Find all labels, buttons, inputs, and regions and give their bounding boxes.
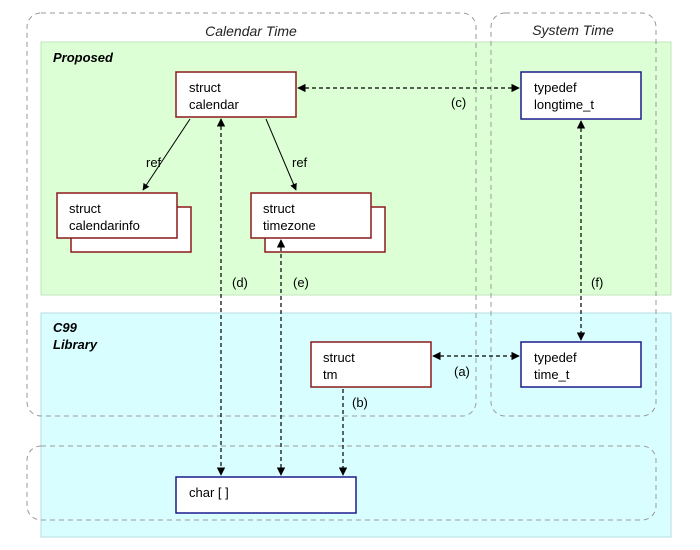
calendar-kind: struct (189, 80, 221, 95)
calendarinfo-kind: struct (69, 201, 101, 216)
system-time-group (490, 12, 657, 417)
tm-name: tm (323, 367, 337, 382)
time-t-name: time_t (534, 367, 570, 382)
node-timezone[interactable]: struct timezone (250, 192, 386, 253)
edge-ref-calendarinfo (142, 118, 191, 191)
longtime-name: longtime_t (534, 97, 594, 112)
calendar-name: calendar (189, 97, 240, 112)
node-calendar[interactable]: struct calendar (175, 71, 297, 118)
longtime-kind: typedef (534, 80, 577, 95)
time-t-kind: typedef (534, 350, 577, 365)
char-group (26, 445, 657, 521)
proposed-label: Proposed (53, 50, 114, 65)
timezone-name: timezone (263, 218, 316, 233)
edge-label-d: (d) (232, 275, 248, 290)
calendarinfo-name: calendarinfo (69, 218, 140, 233)
calendar-time-title: Calendar Time (205, 23, 297, 39)
edge-label-a: (a) (454, 364, 470, 379)
node-longtime[interactable]: typedef longtime_t (520, 71, 642, 120)
timezone-kind: struct (263, 201, 295, 216)
edge-label-f: (f) (591, 275, 603, 290)
edge-ref-timezone (265, 118, 297, 191)
node-char-array[interactable]: char [ ] (175, 476, 357, 514)
edge-label-c: (c) (451, 95, 466, 110)
library-label: Library (53, 337, 98, 352)
char-array-label: char [ ] (189, 485, 229, 500)
ref-label-calendarinfo: ref (146, 155, 162, 170)
c99-label: C99 (53, 320, 78, 335)
edge-label-b: (b) (352, 395, 368, 410)
calendar-time-group (26, 12, 477, 417)
node-calendarinfo[interactable]: struct calendarinfo (56, 192, 192, 253)
ref-label-timezone: ref (292, 155, 308, 170)
system-time-title: System Time (532, 22, 614, 38)
node-time-t[interactable]: typedef time_t (520, 341, 642, 388)
tm-kind: struct (323, 350, 355, 365)
node-tm[interactable]: struct tm (310, 341, 432, 388)
edge-label-e: (e) (293, 275, 309, 290)
